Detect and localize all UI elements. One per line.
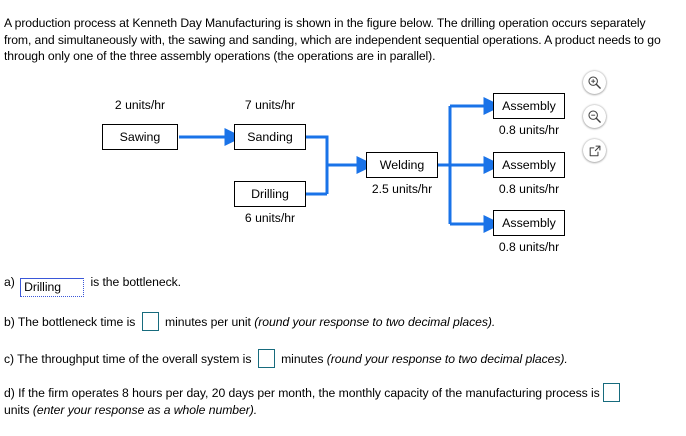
question-d-middle: units xyxy=(4,403,30,417)
assembly-2-rate-label: 0.8 units/hr xyxy=(498,182,560,196)
throughput-time-input[interactable] xyxy=(257,349,275,368)
flow-connector-lines xyxy=(179,97,502,233)
assembly-3-rate-label: 0.8 units/hr xyxy=(498,240,560,254)
sawing-rate-label: 2 units/hr xyxy=(114,98,166,112)
welding-rate-label: 2.5 units/hr xyxy=(371,182,433,196)
question-b-hint: (round your response to two decimal plac… xyxy=(254,315,496,329)
sanding-rate-label: 7 units/hr xyxy=(244,98,296,112)
question-a: a) Drilling is the bottleneck. xyxy=(4,274,181,297)
node-drilling-label: Drilling xyxy=(251,186,289,201)
node-sawing-label: Sawing xyxy=(119,129,161,144)
open-in-new-window-icon[interactable] xyxy=(583,139,606,162)
zoom-out-icon[interactable] xyxy=(583,105,606,128)
question-b-prefix: b) The bottleneck time is xyxy=(4,315,136,329)
question-c-hint: (round your response to two decimal plac… xyxy=(326,352,568,366)
problem-statement: A production process at Kenneth Day Manu… xyxy=(4,16,661,64)
assembly-1-rate-label: 0.8 units/hr xyxy=(498,123,560,137)
node-assembly-2[interactable]: Assembly xyxy=(493,152,565,178)
question-a-prefix: a) xyxy=(4,275,15,289)
node-assembly-1[interactable]: Assembly xyxy=(493,93,565,119)
question-b: b) The bottleneck time is minutes per un… xyxy=(4,312,495,331)
process-flow-diagram: 2 units/hr Sawing 7 units/hr Sanding Dri… xyxy=(0,58,686,258)
node-assembly-1-label: Assembly xyxy=(502,98,556,113)
node-sawing[interactable]: Sawing xyxy=(102,124,178,150)
node-welding[interactable]: Welding xyxy=(366,152,438,178)
question-b-middle: minutes per unit xyxy=(164,315,251,329)
question-c-middle: minutes xyxy=(281,352,324,366)
bottleneck-time-input[interactable] xyxy=(141,312,159,331)
question-a-suffix: is the bottleneck. xyxy=(90,275,181,289)
node-assembly-3[interactable]: Assembly xyxy=(493,210,565,236)
bottleneck-dropdown[interactable]: Drilling xyxy=(20,278,85,297)
zoom-in-icon[interactable] xyxy=(583,71,606,94)
node-sanding-label: Sanding xyxy=(247,129,293,144)
drilling-rate-label: 6 units/hr xyxy=(244,211,296,225)
node-assembly-3-label: Assembly xyxy=(502,215,556,230)
question-c-prefix: c) The throughput time of the overall sy… xyxy=(4,352,252,366)
monthly-capacity-input[interactable] xyxy=(602,383,620,402)
node-drilling[interactable]: Drilling xyxy=(234,181,306,207)
node-welding-label: Welding xyxy=(379,157,425,172)
question-d-prefix: d) If the firm operates 8 hours per day,… xyxy=(4,386,600,400)
node-assembly-2-label: Assembly xyxy=(502,157,556,172)
question-c: c) The throughput time of the overall sy… xyxy=(4,349,568,368)
question-d-hint: (enter your response as a whole number). xyxy=(32,403,258,417)
node-sanding[interactable]: Sanding xyxy=(234,124,306,150)
question-d: d) If the firm operates 8 hours per day,… xyxy=(4,383,684,419)
